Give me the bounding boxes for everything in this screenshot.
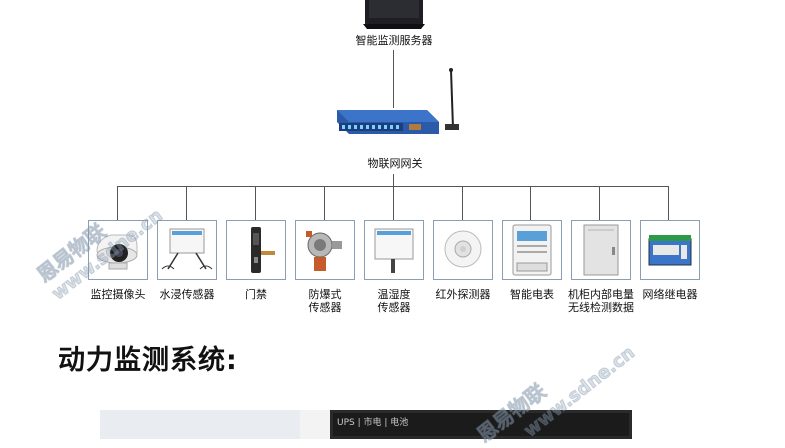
gateway-label: 物联网网关 — [367, 157, 423, 170]
cabinet-icon — [583, 224, 619, 276]
device-label-meter: 智能电表 — [510, 288, 554, 301]
device-label-cabinet: 机柜内部电量无线检测数据 — [568, 288, 634, 314]
device-label-water: 水浸传感器 — [159, 288, 215, 301]
link-gateway-bus — [393, 174, 394, 186]
server-image — [361, 0, 427, 30]
drop-temp — [393, 186, 394, 220]
door-lock-icon — [251, 227, 275, 273]
explosion-proof-sensor-icon — [306, 231, 342, 271]
infrared-detector-icon — [444, 230, 482, 268]
drop-relay — [668, 186, 669, 220]
device-meter — [502, 220, 562, 280]
device-temp — [364, 220, 424, 280]
device-label-infrared: 红外探测器 — [435, 288, 491, 301]
device-relay — [640, 220, 700, 280]
camera-icon — [96, 234, 138, 270]
drop-infrared — [462, 186, 463, 220]
device-label-relay: 网络继电器 — [642, 288, 698, 301]
monitor-screen: UPS | 市电 | 电池 — [330, 410, 632, 439]
device-explosion — [295, 220, 355, 280]
temperature-humidity-sensor-icon — [374, 228, 414, 273]
drop-camera — [117, 186, 118, 220]
drop-explosion — [324, 186, 325, 220]
smart-meter-icon — [512, 224, 552, 276]
drop-cabinet — [599, 186, 600, 220]
network-relay-icon — [648, 235, 692, 266]
gateway-image — [333, 66, 463, 140]
device-bus — [117, 186, 668, 187]
bottom-panel-left — [100, 410, 300, 439]
drop-meter — [530, 186, 531, 220]
link-server-gateway — [393, 50, 394, 108]
monitor-header: UPS | 市电 | 电池 — [337, 418, 409, 428]
device-label-temp: 温湿度传感器 — [377, 288, 411, 314]
drop-door — [255, 186, 256, 220]
drop-water — [186, 186, 187, 220]
section-title: 动力监测系统: — [58, 345, 238, 376]
device-water — [157, 220, 217, 280]
device-door — [226, 220, 286, 280]
device-infrared — [433, 220, 493, 280]
device-label-camera: 监控摄像头 — [90, 288, 146, 301]
water-sensor-icon — [161, 228, 213, 270]
device-label-explosion: 防爆式传感器 — [308, 288, 342, 314]
device-label-door: 门禁 — [245, 288, 267, 301]
device-cabinet — [571, 220, 631, 280]
server-label: 智能监测服务器 — [355, 34, 433, 47]
device-camera — [88, 220, 148, 280]
